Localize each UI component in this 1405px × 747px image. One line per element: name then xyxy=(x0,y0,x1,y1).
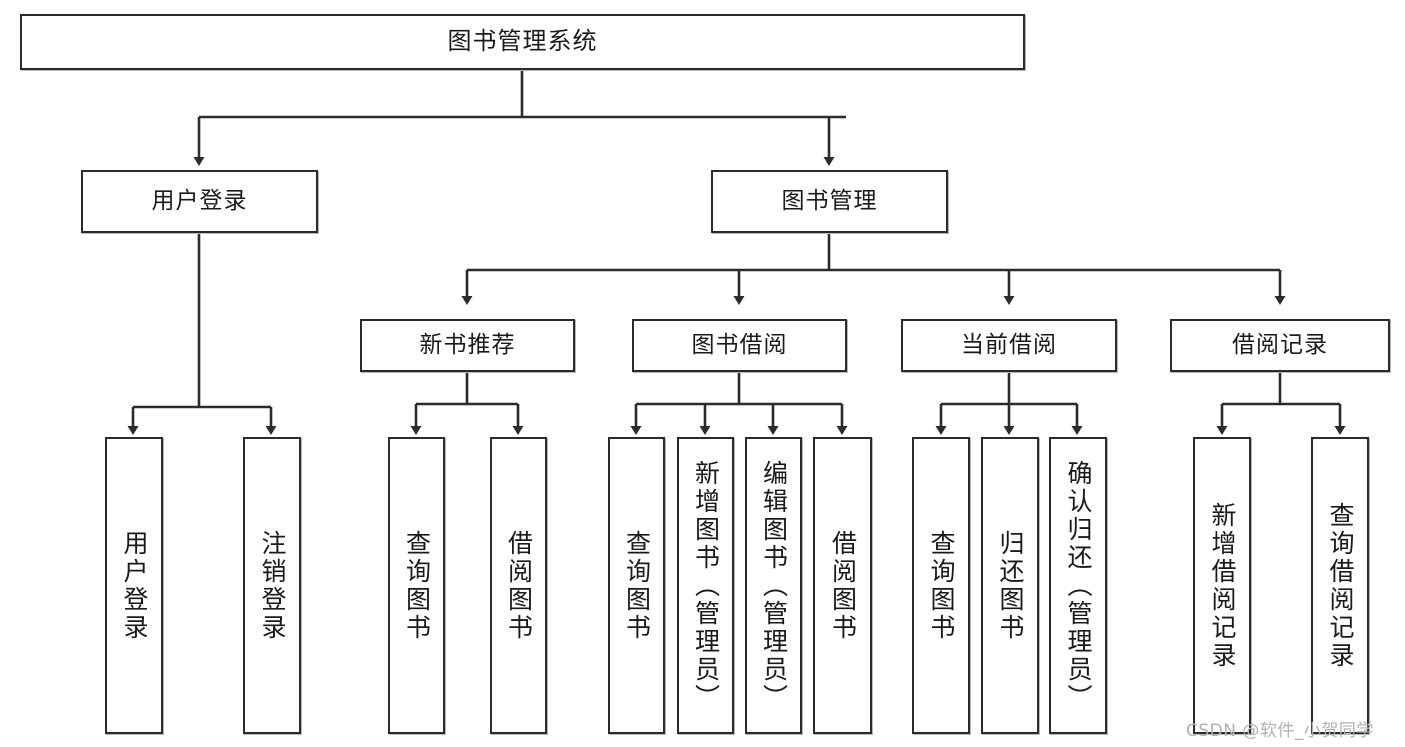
leaf-bb-borrow-book-label: 借阅图书 xyxy=(828,529,858,642)
leaf-cb-return-book[interactable]: 归还图书 xyxy=(981,437,1039,734)
node-user-login[interactable]: 用户登录 xyxy=(81,170,318,233)
leaf-logout[interactable]: 注销登录 xyxy=(243,437,301,734)
leaf-nb-query-book-label: 查询图书 xyxy=(402,529,432,642)
leaf-user-login-label: 用户登录 xyxy=(120,529,149,642)
leaf-user-login[interactable]: 用户登录 xyxy=(105,437,163,734)
node-new-book-recommend[interactable]: 新书推荐 xyxy=(360,319,575,372)
leaf-bb-edit-book[interactable]: 编辑图书（管理员） xyxy=(745,437,802,734)
leaf-bb-add-book[interactable]: 新增图书（管理员） xyxy=(677,437,734,734)
leaf-nb-borrow-book[interactable]: 借阅图书 xyxy=(490,437,547,734)
leaf-nb-query-book[interactable]: 查询图书 xyxy=(388,437,445,734)
leaf-bb-borrow-book[interactable]: 借阅图书 xyxy=(813,437,872,734)
node-root-label: 图书管理系统 xyxy=(447,27,598,56)
leaf-logout-label: 注销登录 xyxy=(258,529,287,642)
leaf-br-add-record-label: 新增借阅记录 xyxy=(1208,501,1237,670)
leaf-br-query-record-label: 查询借阅记录 xyxy=(1326,501,1355,670)
node-borrow-record[interactable]: 借阅记录 xyxy=(1170,319,1390,372)
node-current-borrow-label: 当前借阅 xyxy=(961,332,1057,359)
node-book-borrow[interactable]: 图书借阅 xyxy=(632,319,847,372)
node-book-manage[interactable]: 图书管理 xyxy=(711,170,948,233)
leaf-bb-add-book-label: 新增图书（管理员） xyxy=(691,459,721,712)
node-root[interactable]: 图书管理系统 xyxy=(20,14,1025,70)
leaf-bb-edit-book-label: 编辑图书（管理员） xyxy=(759,459,789,712)
node-book-manage-label: 图书管理 xyxy=(781,188,878,215)
leaf-bb-query-book[interactable]: 查询图书 xyxy=(608,437,665,734)
leaf-cb-query-book[interactable]: 查询图书 xyxy=(912,437,970,734)
leaf-cb-return-book-label: 归还图书 xyxy=(996,529,1025,642)
leaf-br-query-record[interactable]: 查询借阅记录 xyxy=(1311,437,1369,734)
watermark: CSDN @软件_小贺同学 xyxy=(1186,721,1374,741)
node-user-login-label: 用户登录 xyxy=(151,188,248,215)
node-new-book-recommend-label: 新书推荐 xyxy=(419,332,516,359)
node-current-borrow[interactable]: 当前借阅 xyxy=(901,319,1117,372)
leaf-cb-query-book-label: 查询图书 xyxy=(927,529,956,642)
leaf-cb-confirm-return-label: 确认归还（管理员） xyxy=(1064,459,1093,712)
node-book-borrow-label: 图书借阅 xyxy=(691,332,788,359)
node-borrow-record-label: 借阅记录 xyxy=(1232,332,1328,359)
leaf-br-add-record[interactable]: 新增借阅记录 xyxy=(1193,437,1251,734)
leaf-cb-confirm-return[interactable]: 确认归还（管理员） xyxy=(1049,437,1107,734)
leaf-nb-borrow-book-label: 借阅图书 xyxy=(504,529,534,642)
leaf-bb-query-book-label: 查询图书 xyxy=(622,529,652,642)
